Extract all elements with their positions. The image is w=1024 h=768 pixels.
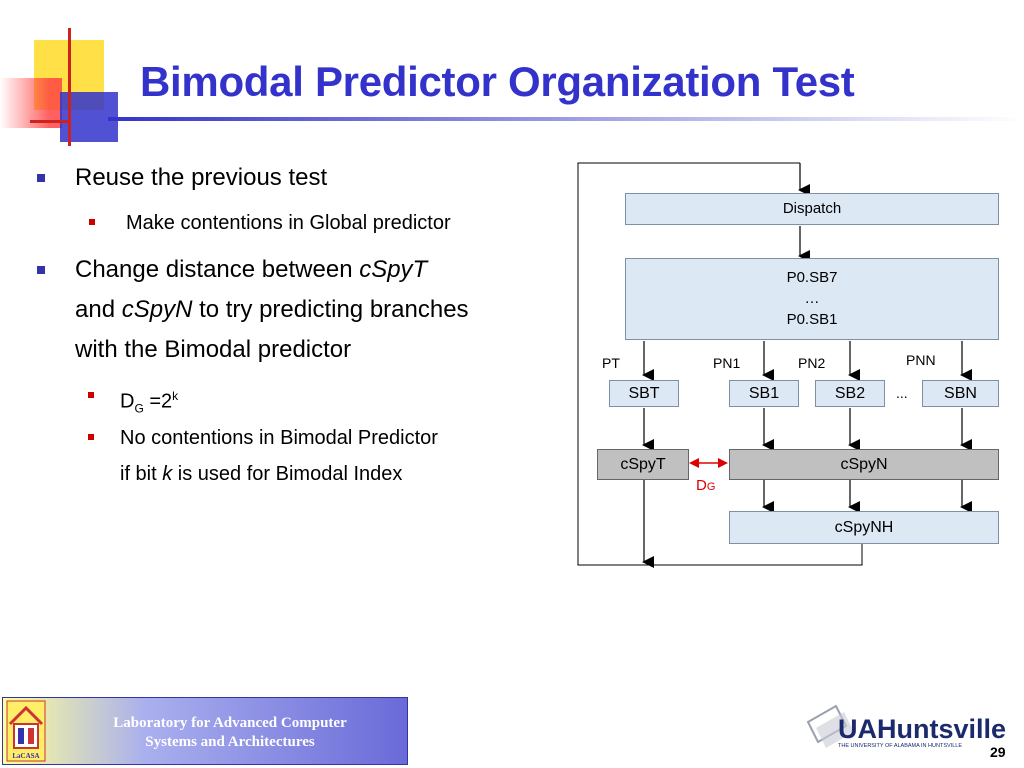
title-decoration-hline	[30, 120, 70, 123]
pn2-label: PN2	[798, 355, 826, 371]
p0-ellipsis: …	[804, 290, 820, 307]
bullet-change-distance: Change distance between cSpyT and cSpyN …	[37, 250, 469, 370]
svg-text:THE UNIVERSITY OF ALABAMA IN H: THE UNIVERSITY OF ALABAMA IN HUNTSVILLE	[838, 743, 962, 749]
title-decoration-red	[0, 78, 62, 128]
sb1-box: SB1	[729, 380, 799, 407]
cspyt-italic: cSpyT	[359, 256, 428, 283]
sbt-box: SBT	[609, 380, 679, 407]
title-rule	[108, 117, 1024, 121]
subbullet-dg-formula: DG =2k	[88, 378, 178, 427]
bullet-text: Reuse the previous test	[75, 164, 328, 191]
sbn-box: SBN	[922, 380, 999, 407]
bullet-marker	[37, 174, 45, 182]
uah-logo: UAHuntsville THE UNIVERSITY OF ALABAMA I…	[806, 704, 1006, 749]
subbullet-text: Make contentions in Global predictor	[126, 212, 451, 234]
pn1-label: PN1	[713, 355, 741, 371]
bullet-line-1: Change distance between cSpyT	[75, 256, 428, 283]
predictor-diagram: Dispatch P0.SB7 … P0.SB1 PT PN1 PN2 PNN …	[575, 160, 1005, 580]
lab-name-line1: Laboratory for Advanced Computer	[113, 715, 347, 731]
page-title: Bimodal Predictor Organization Test	[140, 58, 855, 105]
lab-name: Laboratory for Advanced Computer Systems…	[60, 714, 400, 752]
p0-sb1-label: P0.SB1	[786, 311, 838, 328]
diagram-connectors	[577, 162, 972, 568]
sb2-box: SB2	[815, 380, 885, 407]
cspyn-box: cSpyN	[729, 449, 999, 480]
subbullet-marker	[88, 392, 94, 398]
subbullet-contentions: Make contentions in Global predictor	[89, 205, 451, 241]
cspynh-box: cSpyNH	[729, 511, 999, 544]
lacasa-logo: LaCASA	[6, 700, 46, 762]
title-decoration-vline	[68, 28, 71, 146]
subbullet-marker	[89, 219, 95, 225]
dg-label: DG	[696, 477, 716, 494]
page-number: 29	[990, 744, 1006, 760]
bullet-reuse: Reuse the previous test	[37, 158, 328, 198]
cspyn-italic: cSpyN	[121, 296, 193, 323]
subbullet-marker	[88, 434, 94, 440]
svg-text:LaCASA: LaCASA	[12, 752, 39, 760]
lab-name-line2: Systems and Architectures	[145, 734, 315, 750]
bullet-line-3: with the Bimodal predictor	[75, 336, 352, 363]
p0-sb-block: P0.SB7 … P0.SB1	[625, 258, 999, 340]
cspyt-box: cSpyT	[597, 449, 689, 480]
pt-label: PT	[602, 355, 620, 371]
pnn-label: PNN	[906, 352, 936, 368]
subbullet-no-contentions: No contentions in Bimodal Predictor if b…	[88, 420, 438, 492]
dispatch-box: Dispatch	[625, 193, 999, 225]
bullet-line-2: and cSpyN to try predicting branches	[75, 296, 469, 323]
sb-ellipsis: ...	[896, 385, 908, 401]
p0-sb7-label: P0.SB7	[786, 269, 838, 286]
svg-text:UAHuntsville: UAHuntsville	[838, 714, 1006, 744]
bullet-marker	[37, 266, 45, 274]
footer-banner	[2, 697, 408, 765]
